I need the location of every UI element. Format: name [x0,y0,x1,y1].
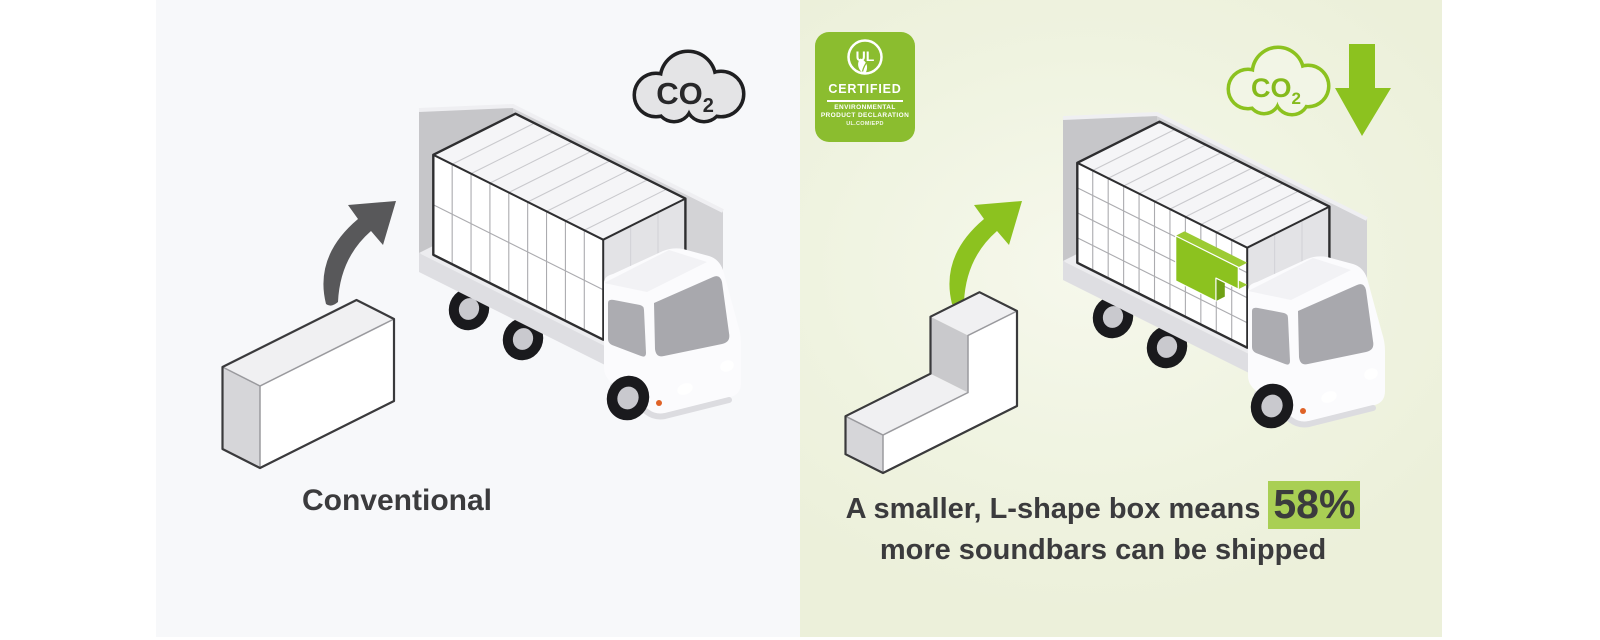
headlight [677,383,693,395]
marker-light [1300,408,1306,414]
windshield [1298,284,1374,365]
headlight [720,360,734,372]
conventional-caption: Conventional [301,484,492,517]
l-shape-box-illustration [844,291,1019,475]
l-shape-panel: UL CERTIFIED ENVIRONMENTAL PRODUCT DECLA… [800,0,1442,637]
front-wheel [606,375,650,421]
caption-lead: A smaller, L-shape box means [845,493,1261,525]
caption-line2: more soundbars can be shipped [879,534,1327,566]
highlight-58-percent: 58% [1268,481,1361,529]
truck-illustration [418,103,741,421]
front-wheel [1250,383,1294,429]
box-grid-lines [433,122,667,331]
truck-cab [1248,256,1385,428]
co2-cloud-icon: CO2 [632,49,746,124]
co2-reduction-icon: CO2 [1226,44,1391,136]
badge-line-product-declaration: PRODUCT DECLARATION [820,111,910,119]
badge-divider [827,100,903,102]
side-window [608,299,646,357]
side-window [1252,307,1290,365]
green-l-shape-box [1175,231,1248,302]
certified-label: CERTIFIED [828,82,902,96]
conventional-box-illustration [221,298,396,470]
badge-line-environmental: ENVIRONMENTAL [834,103,896,111]
swoosh-arrow-icon [323,201,396,306]
marker-light [656,400,662,406]
windshield [654,276,730,357]
co2-label: CO2 [656,76,714,117]
badge-line-url: UL.COM/EPD [846,120,884,127]
down-arrow-icon [1335,44,1391,136]
truck-cab [604,248,741,420]
truck-illustration [1062,111,1385,429]
headlight [1364,368,1378,380]
ul-certified-badge: UL CERTIFIED ENVIRONMENTAL PRODUCT DECLA… [815,32,915,142]
swoosh-arrow-icon [949,201,1022,306]
conventional-panel: CO2 [156,0,800,637]
headlight [1321,391,1337,403]
ul-logo-icon: UL [847,39,883,75]
co2-label: CO2 [1251,73,1301,108]
svg-text:UL: UL [856,48,875,64]
